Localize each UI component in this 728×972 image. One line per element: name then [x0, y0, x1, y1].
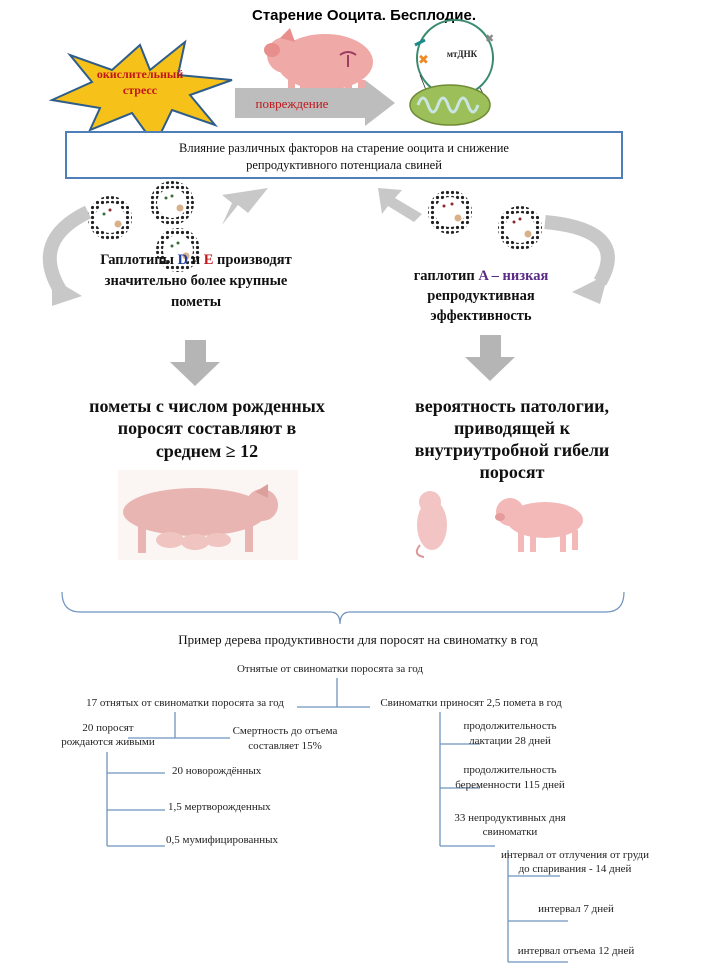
- stress-label-line2: стресс: [123, 83, 158, 97]
- curved-arrow-right: [544, 215, 615, 286]
- left-branch-line2: значительно более крупные: [105, 273, 288, 289]
- arrow-down-left: [170, 340, 220, 386]
- tree-node-weaned: 17 отнятых от свиноматки поросята за год: [86, 697, 284, 709]
- tree-node-lactation-2: лактации 28 дней: [469, 735, 551, 747]
- right-result-line3: внутриутробной гибели: [415, 440, 610, 460]
- left-branch-line3: пометы: [171, 294, 221, 310]
- left-result-line2: поросят составляют в: [118, 418, 297, 438]
- curved-arrow-left: [42, 205, 92, 302]
- tree-node-pregnancy-1: продолжительность: [463, 764, 556, 776]
- right-result-line4: поросят: [480, 462, 545, 482]
- mtdna-label: мтДНК: [447, 49, 478, 59]
- left-branch-line1: Гаплотипы D и E производят: [100, 252, 291, 268]
- sow-with-piglets-image: [118, 470, 298, 560]
- tree-node-mummified: 0,5 мумифицированных: [166, 834, 279, 846]
- mutation-x-icon: ✖: [418, 52, 429, 67]
- fetus-image: [415, 491, 447, 558]
- influence-line1: Влияние различных факторов на старение о…: [179, 141, 509, 155]
- right-branch-line3: эффективность: [430, 308, 532, 324]
- tree-node-nonproductive-2: свиноматки: [483, 826, 538, 838]
- left-result-line1: пометы с числом рожденных: [89, 396, 325, 416]
- tree-title: Пример дерева продуктивности для поросят…: [178, 632, 538, 647]
- piglet-image: [495, 498, 583, 552]
- oxidative-stress-star: окислительный стресс: [48, 39, 233, 147]
- tree-node-stillborn: 1,5 мертворожденных: [168, 801, 271, 813]
- tree-node-lactation-1: продолжительность: [463, 720, 556, 732]
- tree-node-interval-7: интервал 7 дней: [538, 903, 614, 915]
- tree-node-wean-to-mating-2: до спаривания - 14 дней: [519, 863, 632, 875]
- tree-node-born-alive-2: рождаются живыми: [61, 736, 155, 748]
- right-result-line1: вероятность патологии,: [415, 396, 609, 416]
- tree-node-pregnancy-2: беременности 115 дней: [455, 779, 565, 791]
- tree-root: Отнятые от свиноматки поросята за год: [237, 663, 423, 675]
- right-branch-line1: гаплотип A – низкая: [414, 268, 549, 284]
- damage-arrow: повреждение: [235, 80, 395, 126]
- curly-brace: [61, 591, 625, 625]
- mitochondrion-icon: [409, 84, 491, 126]
- tree-node-litters: Свиноматки приносят 2,5 помета в год: [380, 697, 562, 709]
- tree-node-born-alive-1: 20 поросят: [82, 722, 133, 734]
- page-title: Старение Ооцита. Бесплодие.: [252, 7, 476, 24]
- damage-label: повреждение: [256, 96, 329, 111]
- tree-node-mortality-1: Смертность до отъема: [233, 725, 338, 737]
- influence-box: Влияние различных факторов на старение о…: [65, 131, 623, 179]
- arrow-down-right: [465, 335, 515, 381]
- right-result-line2: приводящей к: [454, 418, 571, 438]
- oocyte-icon: [150, 181, 194, 225]
- oocyte-icon: [428, 190, 472, 234]
- svg-text:✖: ✖: [485, 33, 494, 45]
- uterus-icon: [339, 51, 357, 67]
- oocyte-icon: [156, 228, 200, 272]
- arrow-left-diagonal: [222, 188, 268, 225]
- tree-node-nonproductive-1: 33 непродуктивных дня: [454, 812, 565, 824]
- tree-node-wean-to-mating-1: интервал от отлучения от груди: [501, 849, 649, 861]
- oocyte-icon: [88, 196, 132, 240]
- stress-label-line1: окислительный: [97, 67, 183, 81]
- pig-icon: [264, 28, 373, 94]
- tree-node-mortality-2: составляет 15%: [248, 740, 322, 752]
- tree-node-weaning-interval: интервал отъема 12 дней: [518, 945, 635, 957]
- influence-line2: репродуктивного потенциала свиней: [246, 158, 442, 172]
- left-result-line3: среднем ≥ 12: [156, 441, 258, 461]
- oocyte-icon: [498, 206, 542, 250]
- arrow-right-diagonal: [378, 188, 422, 222]
- productivity-tree: Пример дерева продуктивности для поросят…: [61, 632, 649, 963]
- tree-node-newborn: 20 новорождённых: [172, 765, 262, 777]
- right-branch-line2: репродуктивная: [427, 288, 535, 304]
